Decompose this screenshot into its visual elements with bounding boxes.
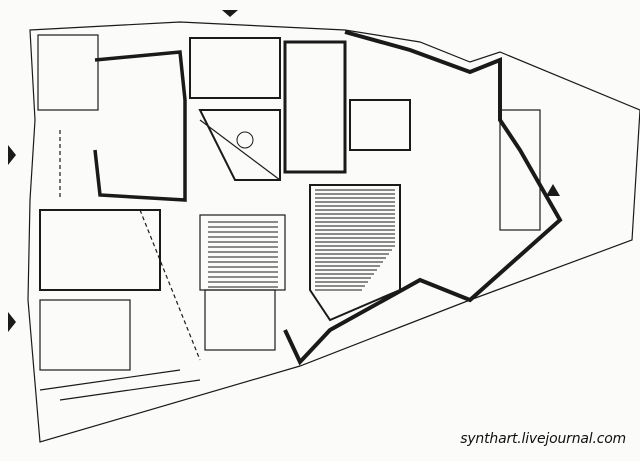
watermark: synthart.livejournal.com (460, 431, 626, 447)
west-block-wall (93, 50, 187, 202)
northwest-rooms (37, 34, 99, 111)
courtyard-north-block (189, 37, 281, 99)
section-arrow-east (546, 184, 560, 196)
main-hall-wall (283, 30, 563, 366)
courtyard-tree (236, 131, 254, 149)
section-arrow-west-1 (8, 145, 16, 165)
southwest-block (39, 209, 161, 291)
section-arrow-north (222, 10, 238, 17)
auditorium (309, 184, 401, 322)
courtyard (198, 109, 281, 181)
east-rooms (499, 109, 541, 231)
site-outline (27, 21, 640, 443)
south-hall (204, 289, 276, 351)
foyer-room (349, 99, 411, 151)
south-rooms (39, 299, 131, 371)
section-arrow-west-2 (8, 312, 16, 332)
east-wing-block (283, 40, 347, 174)
